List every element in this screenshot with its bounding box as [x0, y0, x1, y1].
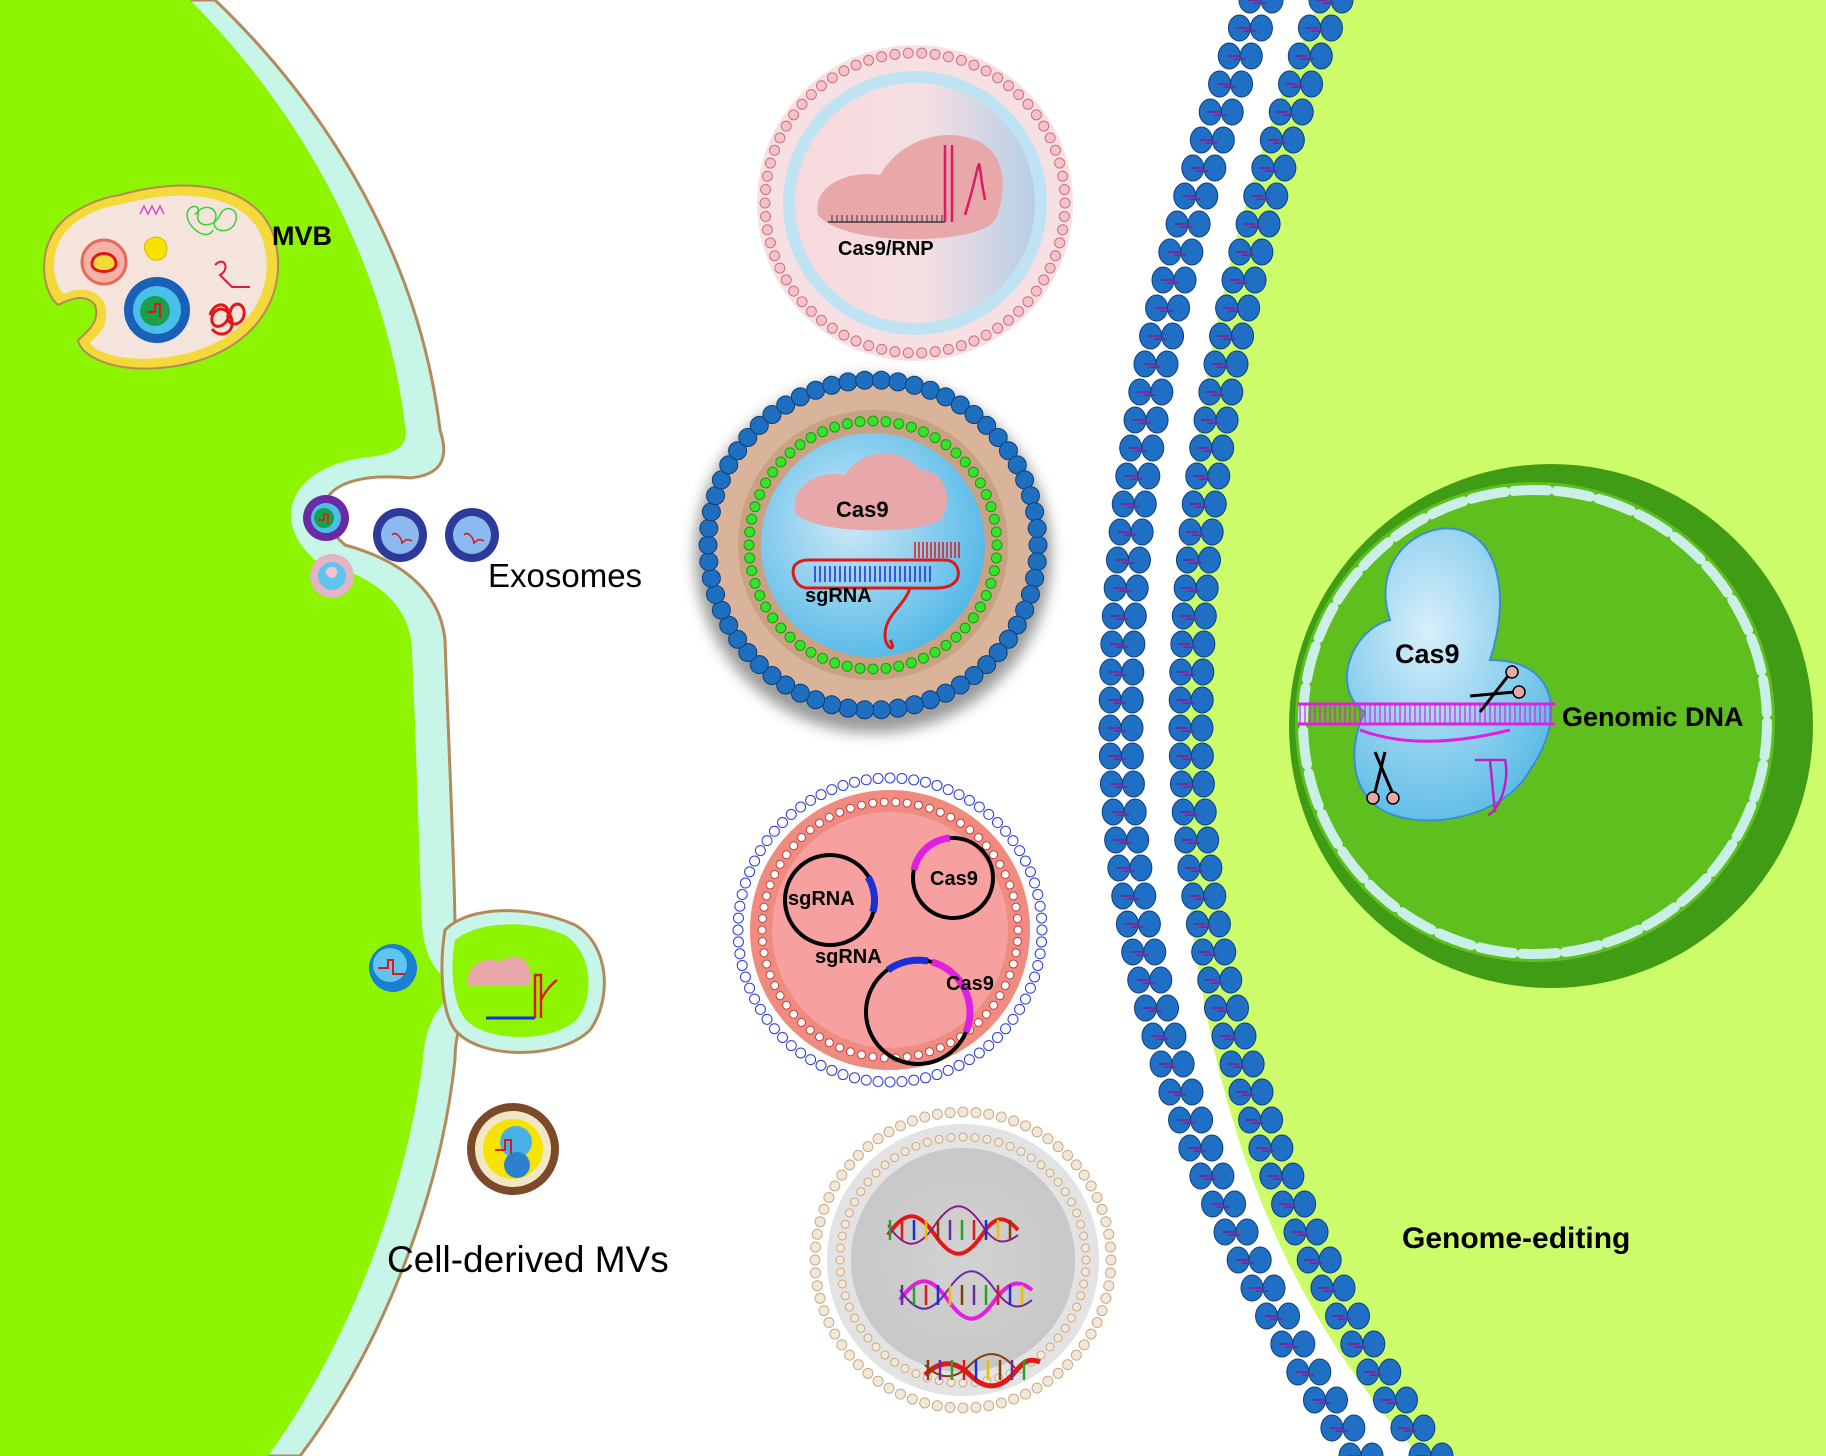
dna-strand-2-icon — [898, 1279, 1034, 1321]
target-cell-membrane-bilayer — [1098, 0, 1454, 1456]
exosome-cas9-sgrna: Cas9 sgRNA — [695, 370, 1051, 733]
nucleus: Cas9 Genomic DNA — [1289, 464, 1813, 988]
exosome-budding-site — [303, 495, 499, 598]
dna-coil-icon — [186, 205, 238, 236]
dna-tangle-icon — [208, 302, 246, 336]
microvesicle-bud — [369, 909, 606, 1054]
exosome-cas9-protein-icon — [794, 453, 948, 531]
dna-strand-1-icon — [886, 1214, 1020, 1256]
exosome-cas9-label: Cas9 — [836, 497, 889, 522]
mvb-body — [43, 184, 280, 370]
rnp-cas9-protein-icon — [817, 134, 1003, 240]
plasmid-cas9-1-label: Cas9 — [930, 868, 978, 890]
dna-lipid-vesicle — [809, 1106, 1117, 1414]
genomic-dna-label: Genomic DNA — [1562, 702, 1744, 732]
cell-derived-mvs-label: Cell-derived MVs — [387, 1239, 669, 1280]
sgrna-hairpin-icon — [791, 558, 960, 590]
free-microvesicle — [467, 1103, 559, 1195]
plasmid-cas9-1-icon — [911, 836, 995, 920]
mv-cas9-protein-icon — [467, 956, 531, 985]
scissors-top-icon — [1469, 665, 1526, 713]
protein-icon — [143, 236, 168, 261]
mvb-label: MVB — [272, 221, 332, 251]
plasmid-sgrna-2-label: sgRNA — [815, 946, 882, 968]
rna-fragment-icon — [139, 204, 165, 216]
exosomes-label: Exosomes — [488, 557, 642, 594]
genome-editing-label: Genome-editing — [1402, 1222, 1630, 1255]
plasmid-cas9-2-label: Cas9 — [946, 973, 994, 995]
plasmid-sgrna-1-label: sgRNA — [788, 888, 855, 910]
scissors-bottom-icon — [1366, 751, 1400, 805]
dna-strand-3-icon — [923, 1357, 1041, 1389]
nucleus-cas9-protein-icon — [1346, 527, 1553, 822]
nucleus-cas9-label: Cas9 — [1395, 639, 1460, 669]
genomic-dna-icon — [1298, 702, 1555, 817]
mrna-icon — [214, 260, 250, 288]
exosome-sgrna-label: sgRNA — [805, 585, 872, 607]
cas9-rnp-label: Cas9/RNP — [838, 238, 934, 260]
cas9-rnp-vesicle: Cas9/RNP — [757, 45, 1073, 361]
plasmid-vesicle: sgRNA Cas9 sgRNA Cas9 — [732, 772, 1048, 1088]
